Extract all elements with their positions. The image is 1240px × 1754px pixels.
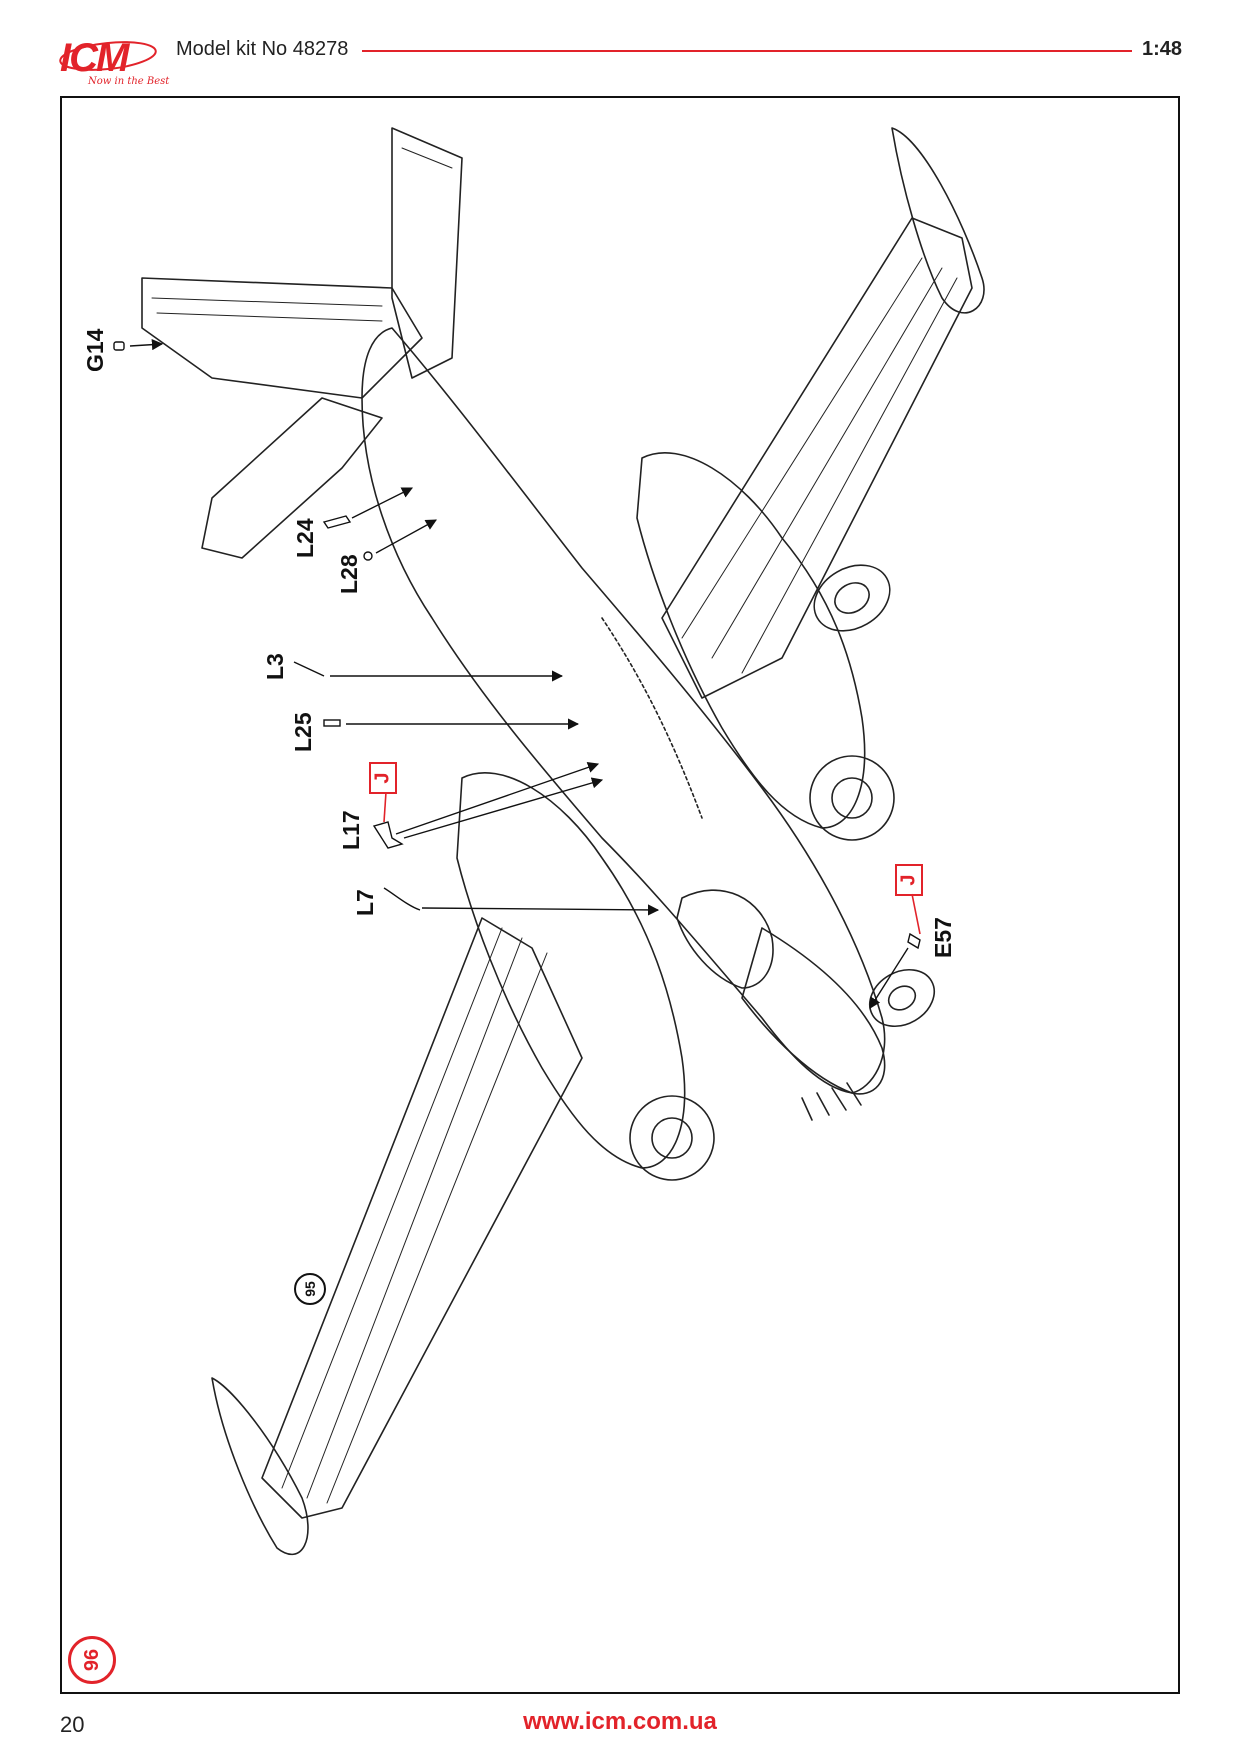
arrow-g14 (129, 339, 164, 351)
part-label-l17: L17 (338, 810, 364, 850)
arrow-l7 (421, 904, 660, 916)
sprue-marker-j-e57: J (895, 864, 923, 896)
part-label-e57: E57 (930, 917, 956, 958)
nose-wheel (869, 968, 935, 1028)
part-label-l3: L3 (262, 653, 288, 680)
scale-label: 1:48 (1142, 38, 1183, 60)
arrow-l24 (351, 487, 414, 519)
arrow-l28 (375, 519, 437, 554)
arrow-l17-b (403, 777, 604, 839)
wing-right (661, 217, 973, 699)
icm-logo: ICM Now in the Best (58, 36, 170, 92)
part-label-l25: L25 (290, 712, 316, 752)
main-wheel (813, 564, 891, 632)
wingtip-tank-left (211, 1377, 309, 1555)
horizontal-stabilizer-right (391, 127, 463, 379)
sprue-marker-j-l17: J (369, 762, 397, 794)
bomb-bay-door (601, 617, 703, 819)
part-label-l28: L28 (336, 554, 362, 594)
kit-title: Model kit No 48278 (176, 38, 349, 60)
website-link[interactable]: www.icm.com.ua (523, 1708, 717, 1735)
instruction-frame: G14 L24 L28 L3 L25 L17 L7 E57 J J 95 96 (60, 96, 1180, 1694)
engine-cowling-left (629, 1095, 715, 1181)
logo-tagline: Now in the Best (88, 76, 170, 87)
nose-guns (801, 1082, 862, 1121)
logo-wordmark: ICM (60, 36, 129, 80)
fuselage-outline (361, 327, 886, 1094)
cockpit-canopy (676, 889, 774, 989)
horizontal-stabilizer-left (141, 277, 423, 399)
nose-cone (741, 927, 886, 1095)
engine-nacelle-right (636, 452, 866, 829)
wing-left (261, 917, 583, 1519)
tailplane-lower (201, 397, 383, 559)
engine-nacelle-left (456, 772, 686, 1169)
arrow-e57 (869, 947, 909, 1009)
part-l28-shape (363, 551, 373, 561)
part-label-g14: G14 (82, 328, 108, 372)
arrow-l17-a (395, 762, 600, 835)
header-divider (362, 50, 1132, 52)
aircraft-underside-drawing (113, 127, 985, 1555)
part-l24-shape (322, 515, 352, 529)
wingtip-tank-right (891, 127, 985, 314)
sprue-leader-l17 (383, 791, 387, 823)
part-l3-shape (293, 661, 325, 677)
logo-swoosh (59, 41, 157, 71)
part-label-l7: L7 (352, 889, 378, 916)
part-l7-shape (383, 887, 421, 911)
part-l25-shape (323, 719, 341, 727)
part-label-l24: L24 (292, 518, 318, 558)
part-g14-shape (113, 341, 125, 351)
step-number-95: 95 (294, 1273, 326, 1305)
part-e57-shape (907, 932, 921, 950)
part-l17-shape (372, 821, 404, 849)
page-number: 20 (60, 1712, 85, 1737)
engine-cowling-right (809, 755, 895, 841)
page-header: ICM Now in the Best Model kit No 48278 1… (0, 0, 1240, 95)
sprue-leader-e57 (911, 893, 921, 935)
step-number-96: 96 (68, 1636, 116, 1684)
